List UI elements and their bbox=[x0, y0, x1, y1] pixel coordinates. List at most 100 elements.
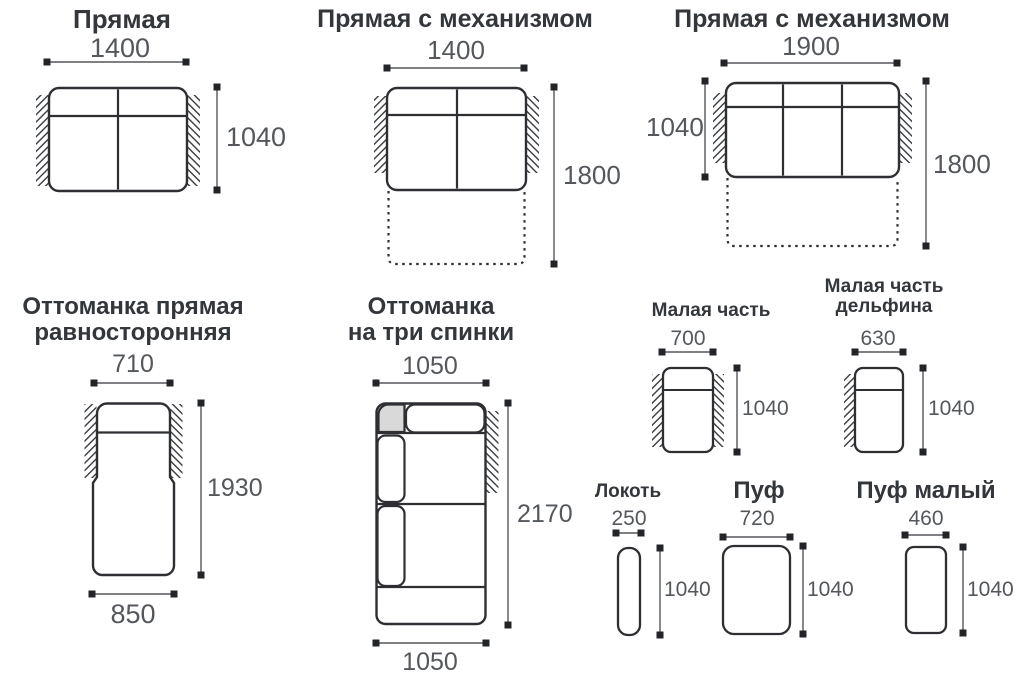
diagram-title-line2: на три спинки bbox=[347, 319, 515, 346]
armrest-hatch-right bbox=[187, 95, 200, 186]
dim-marker bbox=[372, 639, 380, 647]
hatch-left bbox=[844, 374, 855, 447]
armrest-hatch-right bbox=[899, 93, 912, 163]
dim-marker bbox=[799, 542, 807, 550]
straight-mechanism-1400-drawing bbox=[374, 64, 558, 268]
bottom-width-dimension-label: 850 bbox=[110, 599, 156, 629]
armrest-hatch-left bbox=[36, 95, 49, 186]
module-body-outline bbox=[661, 366, 715, 454]
side-back-cushion bbox=[376, 434, 406, 504]
dim-marker bbox=[733, 448, 741, 456]
dim-marker bbox=[656, 631, 664, 639]
armrest-hatch-left bbox=[713, 93, 726, 163]
ottoman-equal-drawing bbox=[84, 379, 205, 598]
diagram-title: Пуф bbox=[733, 477, 785, 504]
module-body-outline bbox=[853, 366, 905, 454]
dim-marker bbox=[170, 590, 178, 598]
dim-marker bbox=[942, 531, 950, 539]
diagram-title: Прямая bbox=[73, 4, 171, 34]
dim-marker bbox=[893, 59, 901, 67]
dim-marker bbox=[701, 173, 709, 181]
back-hatch-right bbox=[486, 411, 499, 493]
height-dimension-label: 1040 bbox=[928, 397, 975, 420]
dim-marker bbox=[701, 77, 709, 85]
dim-marker bbox=[733, 364, 741, 372]
diagram-title-line1: Малая часть bbox=[824, 276, 944, 297]
pouf-small-drawing bbox=[901, 531, 967, 637]
width-dimension-label: 1400 bbox=[427, 35, 485, 65]
width-dimension-label: 700 bbox=[670, 327, 706, 350]
dim-marker bbox=[504, 621, 512, 629]
sofa-body-outline bbox=[724, 81, 901, 179]
height-dimension-label: 1040 bbox=[226, 122, 287, 152]
armrest-hatch-left bbox=[374, 96, 387, 173]
top-width-dimension-label: 1050 bbox=[402, 352, 458, 380]
pouf-drawing bbox=[719, 533, 807, 638]
height-dimension-label: 1040 bbox=[807, 578, 854, 601]
width-dimension-label: 720 bbox=[739, 507, 775, 530]
dim-marker bbox=[799, 630, 807, 638]
width-dimension-label: 460 bbox=[908, 507, 944, 530]
dim-marker bbox=[899, 348, 907, 356]
fold-out-bed-dashed-outline bbox=[726, 178, 899, 248]
elbow-drawing bbox=[612, 529, 664, 639]
dim-marker bbox=[851, 348, 859, 356]
width-dimension-label: 1400 bbox=[89, 33, 151, 63]
dim-marker bbox=[919, 364, 927, 372]
dim-marker bbox=[520, 64, 528, 72]
height-dimension-label: 1040 bbox=[967, 578, 1014, 601]
ottoman-three-backs-drawing bbox=[372, 379, 512, 647]
small-part-dolphin-drawing bbox=[844, 348, 927, 456]
diagram-title-line2: дельфина bbox=[835, 296, 933, 317]
top-width-dimension-label: 710 bbox=[112, 350, 154, 378]
side-back-cushion bbox=[376, 504, 406, 588]
dim-marker bbox=[372, 379, 380, 387]
armrest-body-outline bbox=[616, 546, 642, 637]
dim-marker bbox=[550, 83, 558, 91]
hatch-left bbox=[652, 374, 663, 447]
diagram-title: Локоть bbox=[594, 481, 662, 502]
width-dimension-label: 250 bbox=[611, 507, 647, 530]
hatch-right bbox=[713, 374, 724, 447]
ottoman-body-outline bbox=[91, 402, 176, 577]
diagram-title: Пуф малый bbox=[856, 477, 996, 504]
dim-marker bbox=[197, 571, 205, 579]
dim-marker bbox=[90, 379, 98, 387]
height-dimension-label: 1040 bbox=[742, 397, 789, 420]
dim-marker bbox=[482, 639, 490, 647]
diagram-title: Прямая с механизмом bbox=[674, 5, 950, 33]
dim-marker bbox=[719, 533, 727, 541]
width-dimension-label: 630 bbox=[860, 327, 896, 350]
dim-marker bbox=[658, 348, 666, 356]
diagram-title: Малая часть bbox=[651, 300, 771, 321]
dim-marker bbox=[383, 64, 391, 72]
dim-marker bbox=[959, 543, 967, 551]
pouf-body-outline bbox=[904, 545, 948, 635]
diagram-title-line1: Оттоманка прямая bbox=[22, 293, 244, 320]
dim-marker bbox=[959, 629, 967, 637]
straight-mechanism-1900-drawing bbox=[701, 59, 930, 250]
seat-depth-dimension-label: 1040 bbox=[646, 112, 704, 142]
dim-marker bbox=[213, 83, 221, 91]
straight-sofa-drawing bbox=[36, 58, 221, 194]
fold-out-bed-dashed-outline bbox=[387, 191, 526, 266]
back-hatch-right bbox=[170, 404, 183, 478]
corner-connector-block bbox=[377, 403, 406, 434]
bottom-width-dimension-label: 1050 bbox=[402, 648, 458, 676]
height-dimension-label: 1800 bbox=[933, 149, 991, 179]
dim-marker bbox=[922, 242, 930, 250]
height-dimension-label: 2170 bbox=[517, 500, 573, 528]
dim-marker bbox=[786, 533, 794, 541]
diagram-title: Прямая с механизмом bbox=[317, 5, 593, 33]
dim-marker bbox=[213, 186, 221, 194]
height-dimension-label: 1800 bbox=[563, 160, 621, 190]
diagram-title-line1: Оттоманка bbox=[367, 293, 495, 320]
pouf-body-outline bbox=[721, 544, 792, 636]
width-dimension-label: 1900 bbox=[782, 31, 840, 61]
height-dimension-label: 1930 bbox=[207, 474, 263, 502]
dim-marker bbox=[720, 59, 728, 67]
dim-marker bbox=[901, 531, 909, 539]
dim-marker bbox=[919, 448, 927, 456]
